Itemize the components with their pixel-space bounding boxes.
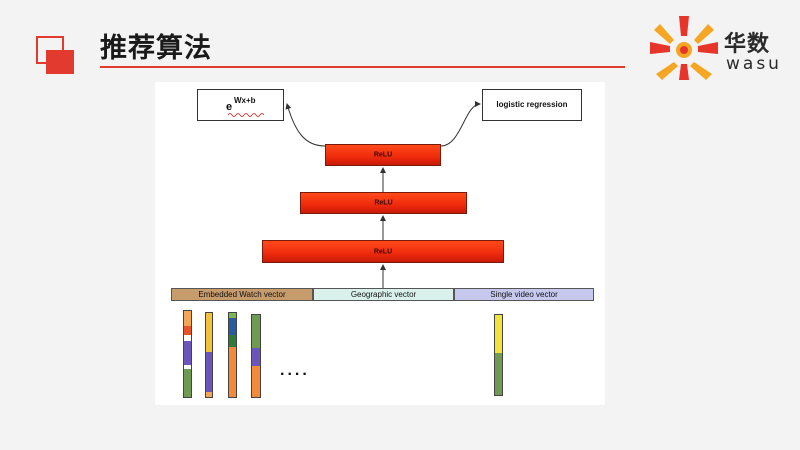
vector-segment [184, 335, 191, 342]
vector-segment [495, 315, 502, 354]
curve-relu-to-logistic [440, 101, 481, 147]
ellipsis: .... [280, 362, 310, 379]
relu-label: ReLU [373, 248, 393, 255]
vector-segment [229, 346, 236, 397]
formula-wavy-underline-icon [228, 113, 264, 117]
vector-segment [206, 313, 212, 353]
watch-vector-2 [205, 312, 213, 398]
watch-vector-3 [228, 312, 237, 398]
network-diagram: e Wx+b logistic regression ReLU ReLU ReL… [155, 82, 605, 405]
logo-english-text: wasu [726, 54, 782, 74]
vector-segment [252, 315, 260, 348]
title-underline [100, 66, 625, 68]
vector-segment [229, 318, 236, 335]
single-video-vector-segment: Single video vector [454, 288, 594, 301]
sun-logo-icon [650, 16, 718, 80]
vector-segment [229, 313, 236, 319]
relu-label: ReLU [373, 151, 393, 159]
embedded-watch-vector-label: Embedded Watch vector [198, 290, 286, 299]
vector-segment [206, 391, 212, 397]
vector-segment [495, 353, 502, 395]
vector-segment [229, 334, 236, 347]
formula-base: e [226, 101, 233, 113]
logo-chinese-text: 华数 [724, 32, 771, 57]
vector-segment [184, 326, 191, 336]
single-video-vector [494, 314, 503, 396]
logistic-regression-box: logistic regression [482, 89, 582, 121]
vector-segment [184, 341, 191, 366]
softmax-formula-box: e Wx+b [197, 89, 284, 121]
embedded-watch-vector-segment: Embedded Watch vector [171, 288, 313, 301]
geographic-vector-segment: Geographic vector [313, 288, 454, 301]
relu-layer-middle: ReLU [300, 192, 467, 214]
vector-segment [252, 347, 260, 366]
slide-title: 推荐算法 [100, 33, 212, 64]
vector-segment [184, 311, 191, 327]
corner-filled-square [46, 50, 74, 74]
wasu-logo: 华数 wasu [648, 10, 788, 82]
relu-layer-bottom: ReLU [262, 240, 504, 263]
vector-segment [252, 365, 260, 397]
relu-layer-top: ReLU [325, 144, 441, 166]
vector-segment [184, 368, 191, 397]
vector-segment [206, 352, 212, 392]
watch-vector-1 [183, 310, 192, 398]
relu-label: ReLU [374, 199, 393, 207]
single-video-vector-label: Single video vector [490, 290, 558, 299]
vector-segment [184, 365, 191, 369]
geographic-vector-label: Geographic vector [350, 290, 417, 299]
logistic-regression-label: logistic regression [496, 100, 568, 109]
formula-exponent: Wx+b [234, 96, 256, 105]
curve-relu-to-formula [285, 103, 326, 147]
watch-vector-4 [251, 314, 261, 398]
connector-lines [285, 101, 481, 288]
